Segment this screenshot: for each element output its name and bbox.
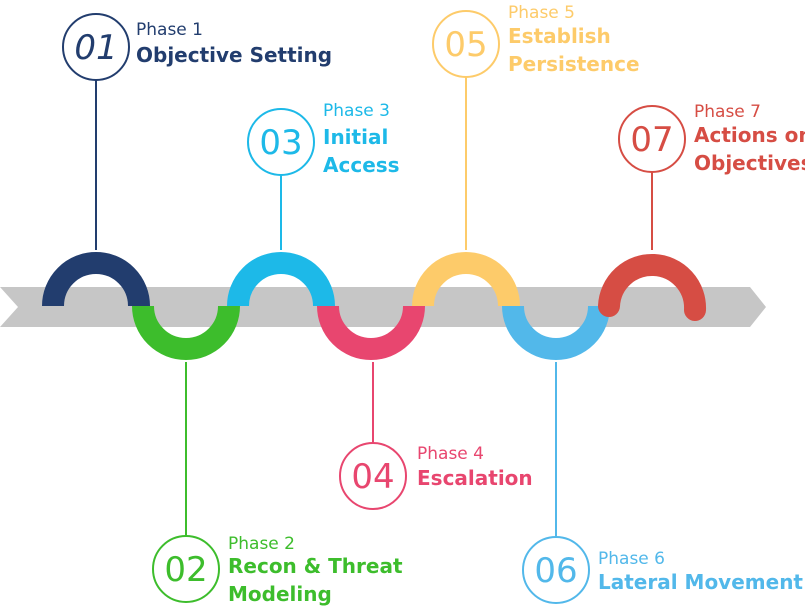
- timeline-arrow: [0, 287, 766, 327]
- phase-title-line: Recon & Threat: [228, 554, 403, 578]
- phase-label: Phase 6: [598, 549, 665, 569]
- phase-label: Phase 3: [323, 101, 390, 121]
- phase-label: Phase 2: [228, 534, 295, 554]
- phase-number: 02: [164, 550, 207, 590]
- phase-node-1: 01 Phase 1 Objective Setting: [62, 13, 332, 81]
- phase-circle: [432, 10, 500, 78]
- phase-circle: [339, 442, 407, 510]
- phase-circle: [247, 108, 315, 176]
- phase-title-line: Access: [323, 153, 400, 177]
- phase-label: Phase 5: [508, 3, 575, 23]
- phase-circle: [522, 536, 590, 604]
- phase-number: 04: [351, 457, 394, 497]
- phase-label: Phase 7: [694, 102, 761, 122]
- phase-number: 07: [630, 120, 673, 160]
- phase-title-line: Establish: [508, 24, 611, 48]
- phase-circle: [618, 105, 686, 173]
- phase-title-line: Persistence: [508, 52, 640, 76]
- wave-arc-phase-4: [317, 305, 425, 360]
- wave-arc-phase-2: [132, 305, 240, 360]
- phase-number: 03: [259, 123, 302, 163]
- phase-title-line: Lateral Movement: [598, 570, 803, 594]
- wave-arc-phase-1: [42, 252, 150, 307]
- phase-title-line: Modeling: [228, 582, 332, 606]
- phase-title-line: Actions on: [694, 123, 805, 147]
- phase-circle: [152, 535, 220, 603]
- phase-label: Phase 4: [417, 444, 484, 464]
- wave-arc-phase-5: [412, 252, 520, 307]
- phase-nodes: 01 Phase 1 Objective Setting 02 Phase 2Recon…: [62, 3, 805, 606]
- wave-arc-phase-6: [502, 305, 610, 360]
- phase-number: 01: [74, 28, 117, 68]
- phase-number: 05: [444, 25, 487, 65]
- wave-arc-phase-3: [227, 252, 335, 307]
- phase-label: Phase 1: [136, 20, 203, 40]
- phase-circle: [62, 13, 130, 81]
- wave-segments: [42, 252, 707, 360]
- phase-title-line: Objectives: [694, 151, 805, 175]
- wave-arc-phase-7: [598, 253, 707, 321]
- connector-lines: [95, 77, 653, 537]
- phase-title-line: Escalation: [417, 466, 533, 490]
- phase-title-line: Objective Setting: [136, 43, 332, 67]
- phase-number: 06: [534, 551, 577, 591]
- phase-title-line: Initial: [323, 125, 388, 149]
